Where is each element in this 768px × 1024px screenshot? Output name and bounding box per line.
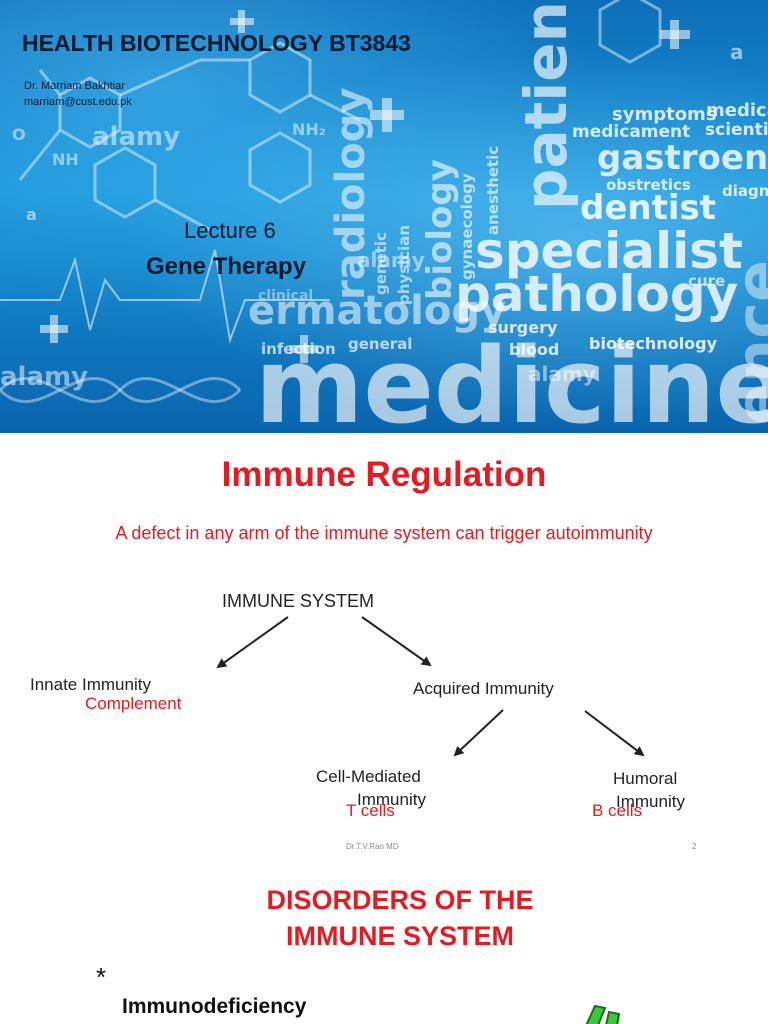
bg-word-scientific: scientif [705,120,768,140]
note-complement: Complement [85,694,182,713]
author-email: marriam@cust.edu.pk [24,96,132,108]
bg-word-obstretics: obstretics [606,176,691,194]
disorders-slide: DISORDERS OF THE IMMUNE SYSTEM * Immunod… [0,870,768,1024]
chem-label-nh: NH [52,150,79,169]
bg-word-surgery: surgery [488,318,558,337]
lecture-topic: Gene Therapy [146,253,307,280]
item-immunodeficiency: Immunodeficiency [122,995,307,1018]
bg-word-anesthetic: anesthetic [484,145,502,235]
node-immune-system: IMMUNE SYSTEM [222,591,375,611]
watermark-letter-a-2: a [730,40,744,64]
author-name: Dr. Marriam Bakhtiar [24,80,125,92]
page-number: 2 [692,842,697,851]
watermark-alamy-3: alamy [0,362,89,392]
footer-author: Dr.T.V.Rao MD [346,842,399,851]
note-b-cells: B cells [592,801,643,820]
slide-title-disorders: DISORDERS OF THE IMMUNE SYSTEM [0,882,768,954]
watermark-alamy-2: alamy [357,248,425,272]
bg-word-diagnosis: diagn [722,182,768,200]
node-acquired-immunity: Acquired Immunity [413,679,554,698]
bg-word-blood: blood [509,340,560,359]
bg-word-pathology: pathology [455,265,739,323]
title-slide: medicine pathology specialist patien den… [0,0,768,433]
chem-label-o: O [12,125,26,144]
bg-word-patient: patien [512,1,580,210]
node-innate-immunity: Innate Immunity [30,675,151,694]
slide-subtitle: A defect in any arm of the immune system… [115,523,653,543]
bg-word-gynaecology: gynaecology [458,173,476,280]
bg-word-gastroent: gastroent [597,138,768,178]
bg-word-biology: biology [420,159,460,300]
bg-word-cure: cure [688,272,726,290]
bg-word-dermatology: ermatology [248,288,507,334]
node-cell-mediated-line2: Immunity [357,790,426,809]
watermark-alamy-4: alamy [528,362,596,386]
chem-label-nh2: NH₂ [292,120,326,139]
bg-word-science: ence [722,260,768,425]
node-humoral-line1: Humoral [613,769,678,788]
arrow-root-to-innate [216,616,289,669]
course-title: HEALTH BIOTECHNOLOGY BT3843 [22,30,411,56]
immune-regulation-slide: Immune Regulation A defect in any arm of… [0,433,768,870]
slide-title: Immune Regulation [221,455,547,494]
node-cell-mediated-line1: Cell-Mediated [316,767,421,786]
watermark-alamy-1: alamy [92,122,181,152]
bg-word-biotechnology: biotechnology [589,334,718,353]
bg-word-symptoms: symptoms [612,104,717,125]
watermark-letter-a-1: a [26,205,37,224]
title-line-2: IMMUNE SYSTEM [285,921,514,951]
arrow-acquired-to-cell [453,709,504,757]
title-line-1: DISORDERS OF THE [266,885,534,915]
bg-word-medicine: medicine [255,325,768,433]
node-humoral-line2: Immunity [616,792,685,811]
bg-word-medical: medica [706,100,768,121]
diagram-arrows [216,616,645,757]
arrow-acquired-to-humoral [584,710,645,757]
bg-word-clinical: clinical [258,288,314,304]
green-figure-icon [585,1004,621,1024]
bullet-asterisk: * [96,962,107,992]
bg-word-general: general [348,335,413,353]
molecule-decoration [0,0,690,404]
note-t-cells: T cells [346,801,395,820]
lecture-number: Lecture 6 [184,218,276,243]
bg-word-infection: infection [261,340,336,358]
bg-word-dentist: dentist [580,188,716,228]
bg-word-medicament: medicament [572,122,691,142]
arrow-root-to-acquired [361,616,432,667]
bg-word-specialist: specialist [475,222,743,280]
